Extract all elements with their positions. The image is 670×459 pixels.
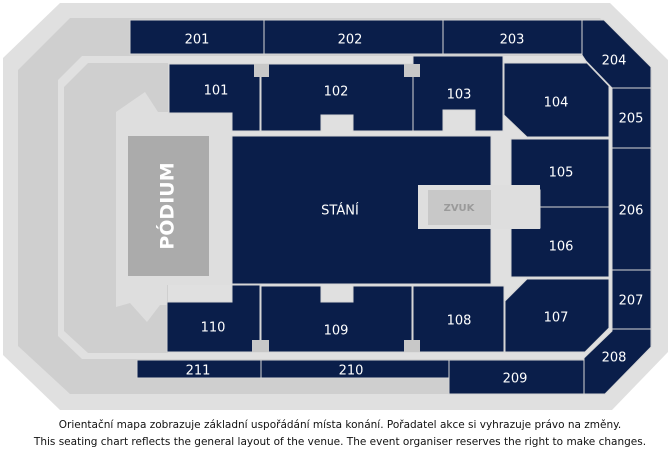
- section-label: 210: [339, 364, 364, 379]
- section-label: 211: [186, 364, 211, 379]
- podium-label: PÓDIUM: [155, 162, 179, 249]
- section-label: 108: [447, 314, 472, 329]
- section-label: 104: [544, 96, 569, 111]
- aisle-square: [252, 340, 269, 352]
- section-label: 207: [619, 294, 644, 309]
- section-label: 201: [185, 33, 210, 48]
- section-202[interactable]: [263, 19, 444, 55]
- section-205[interactable]: [611, 87, 652, 149]
- section-label: 103: [447, 88, 472, 103]
- section-label: 109: [324, 324, 349, 339]
- standing-label: STÁNÍ: [321, 203, 359, 219]
- aisle-square: [254, 64, 269, 77]
- section-label: 105: [549, 166, 574, 181]
- section-label: 208: [602, 351, 627, 366]
- section-label: 204: [602, 54, 627, 69]
- aisle-square: [404, 340, 420, 352]
- section-201[interactable]: [129, 19, 265, 55]
- section-103[interactable]: [412, 55, 504, 132]
- section-label: 209: [503, 372, 528, 387]
- section-203[interactable]: [442, 19, 583, 55]
- section-208[interactable]: [583, 328, 652, 395]
- section-label: 101: [204, 84, 229, 99]
- section-label: 206: [619, 204, 644, 219]
- podium: [128, 136, 209, 276]
- section-109[interactable]: [260, 285, 413, 353]
- section-207[interactable]: [611, 269, 652, 330]
- section-label: 107: [544, 311, 569, 326]
- section-104[interactable]: [503, 62, 610, 138]
- section-label: 202: [338, 33, 363, 48]
- section-label: 102: [324, 85, 349, 100]
- section-211[interactable]: [136, 359, 262, 379]
- section-label: 106: [549, 240, 574, 255]
- section-label: 203: [500, 33, 525, 48]
- caption-english: This seating chart reflects the general …: [33, 436, 646, 448]
- section-label: 110: [201, 321, 226, 336]
- section-108[interactable]: [412, 285, 505, 353]
- section-206[interactable]: [611, 147, 652, 271]
- section-107[interactable]: [504, 278, 610, 353]
- aisle-square: [404, 64, 420, 77]
- section-110[interactable]: [166, 284, 261, 353]
- sound-booth: [428, 190, 491, 225]
- caption-czech: Orientační mapa zobrazuje základní uspoř…: [59, 419, 621, 431]
- sound-booth-label: ZVUK: [444, 203, 476, 214]
- section-label: 205: [619, 112, 644, 127]
